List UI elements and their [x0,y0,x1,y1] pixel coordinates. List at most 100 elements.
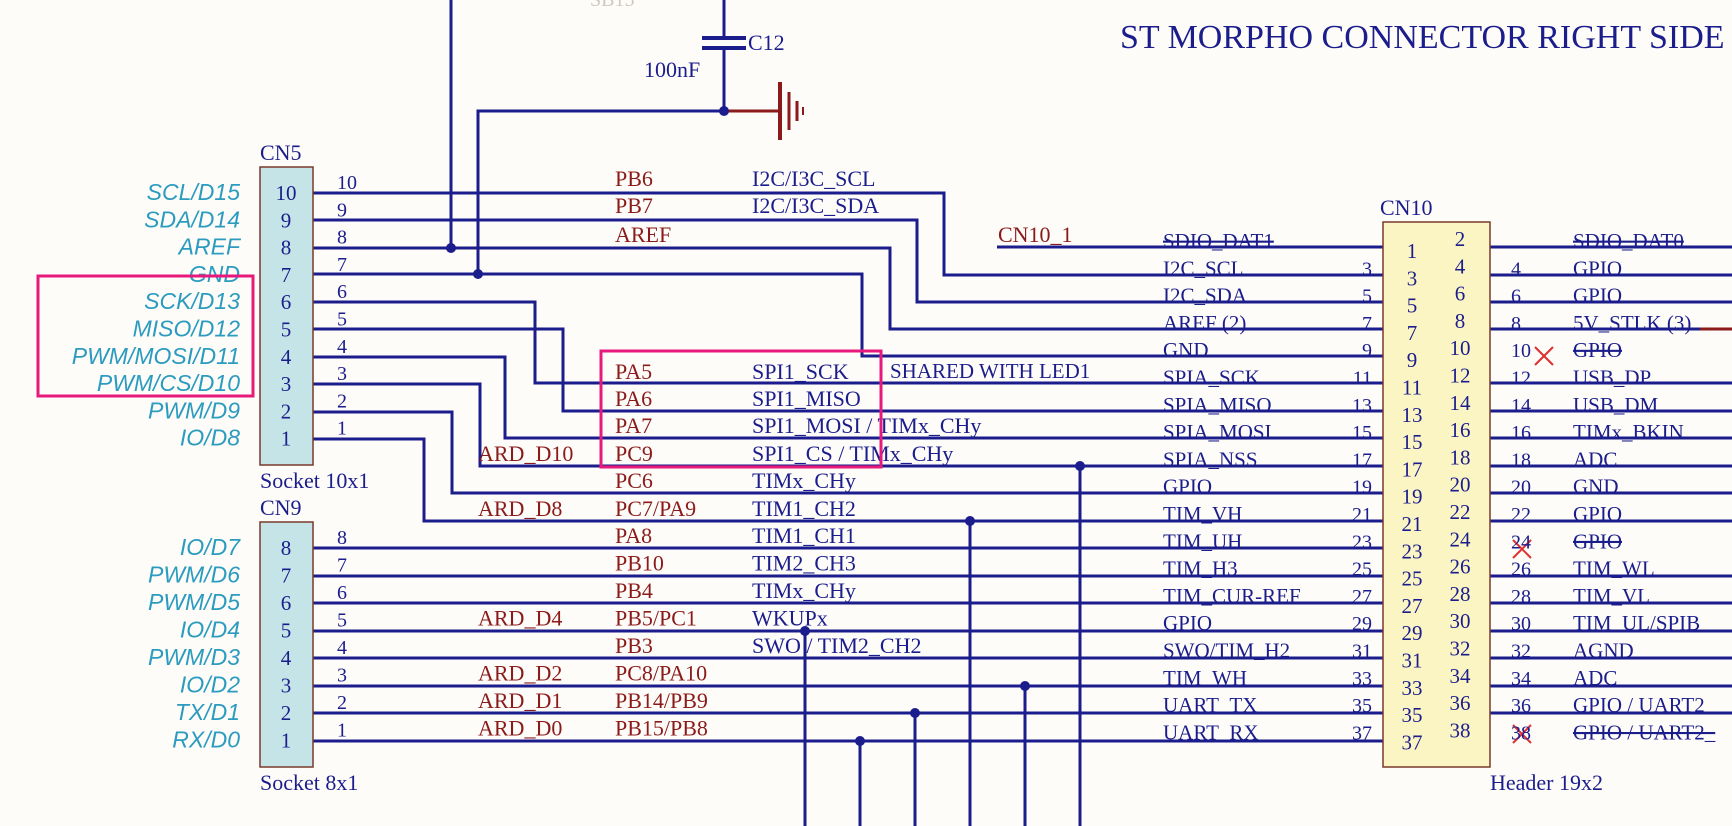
net-port-label: PB7 [615,193,653,218]
cn10-right-net-name: TIM_VL [1573,584,1650,608]
cn10-left-pin-number: 7 [1362,313,1372,335]
cn5-pin-number: 3 [337,363,347,385]
net-port-label: PB14/PB9 [615,688,708,713]
cn5-pin-number: 8 [337,227,347,249]
wires [313,0,1732,826]
net-port-label: PC7/PA9 [615,496,696,521]
cn10-left-net-name: TIM_CUR-REF [1163,584,1301,608]
cn10-even-pin: 26 [1450,555,1471,579]
capacitor-value: 100nF [644,57,700,82]
cn10-even-pin: 34 [1450,664,1472,688]
cn10-left-pin-number: 35 [1352,695,1372,717]
cn10-right-net-name: 5V_STLK (3) [1573,311,1691,335]
cn10-right-pin-number: 4 [1511,258,1521,280]
cn10-right-pin-number: 30 [1511,613,1531,635]
cn5-pin-inner-number: 5 [281,318,292,342]
cn10-odd-pin: 23 [1402,539,1423,563]
arduino-label: PWM/D6 [148,562,240,588]
cn9-pin-inner-number: 6 [281,591,292,615]
cn10-left-net-name: TIM_UH [1163,529,1242,553]
cn5-pin-inner-number: 6 [281,290,292,314]
ground-icon [724,82,804,140]
net-port-label: PC9 [615,441,653,466]
cn10-left-net-name: TIM_VH [1163,502,1242,526]
cn10-right-pin-number: 8 [1511,313,1521,335]
cn10-right-net-name: GND [1573,475,1619,499]
arduino-label: PWM/D5 [148,589,240,615]
net-port-label: PB6 [615,166,653,191]
cn10-left-net-name: TIM_WH [1163,666,1247,690]
cn5-pin-inner-number: 4 [281,345,292,369]
cn10-right-net-name: GPIO [1573,338,1622,362]
cn10-even-pin: 8 [1455,309,1466,333]
cn9-pin-inner-number: 2 [281,701,292,725]
cn10-odd-pin: 35 [1402,703,1423,727]
cn10-even-pin: 2 [1455,227,1466,251]
cn10-even-pin: 32 [1450,637,1471,661]
net-port-label: PB5/PC1 [615,606,697,631]
arduino-label: TX/D1 [175,699,240,725]
cn10-left-net-name: SWO/TIM_H2 [1163,639,1290,663]
arduino-label: RX/D0 [172,727,240,753]
cn10-right-net-name: ADC [1573,666,1617,690]
cn5-pin-inner-number: 10 [276,181,297,205]
cn10-even-pin: 22 [1450,500,1471,524]
cn10-odd-pin: 3 [1407,266,1418,290]
arduino-label: SDA/D14 [144,206,240,232]
cn10-left-net-name: I2C_SDA [1163,284,1248,308]
cn5-pin-number: 2 [337,390,347,412]
cn5-pin-number: 5 [337,309,347,331]
arduino-label: IO/D2 [180,672,240,698]
cn10-even-pin: 24 [1450,527,1472,551]
cn10-left-pin-number: 21 [1352,504,1372,526]
cn10-left-net-name: I2C_SCL [1163,256,1244,280]
net-port-label: PA8 [615,523,652,548]
schematic-title: ST MORPHO CONNECTOR RIGHT SIDE [1120,19,1725,56]
cn10-odd-pin: 17 [1402,457,1423,481]
cn10-right-pin-number: 26 [1511,559,1531,581]
arduino-label: SCL/D15 [147,179,241,205]
cn5-pin-number: 6 [337,281,347,303]
net-ard-label: ARD_D8 [478,496,562,521]
cn10-odd-pin: 21 [1402,512,1423,536]
cn10-left-pin-number: 25 [1352,559,1372,581]
cn10-right-net-name: SDIO_DAT0 [1573,229,1684,253]
net-func-label: SPI1_SCK [752,359,849,384]
cn9-pin-inner-number: 1 [281,729,292,753]
cn10-odd-pin: 31 [1402,649,1423,673]
cn10-left-net-name: UART_RX [1163,720,1259,744]
cn10-even-pin: 38 [1450,718,1471,742]
cn10-right-net-name: GPIO [1573,529,1622,553]
shared-note: SHARED WITH LED1 [890,359,1090,383]
cn10-odd-pin: 29 [1402,621,1423,645]
cn10-left-net-name: SPIA_NSS [1163,447,1258,471]
cn10-right-pin-number: 6 [1511,286,1521,308]
cn10-odd-pin: 7 [1407,321,1418,345]
arduino-label: GND [189,261,240,287]
cn10-left-net-name: SPIA_SCK [1163,366,1260,390]
cn10-right-pin-number: 14 [1511,395,1531,417]
net-port-label: PB15/PB8 [615,716,708,741]
cn9-pin-number: 6 [337,582,347,604]
net-func-label: SPI1_MISO [752,386,861,411]
cn10-right-pin-number: 20 [1511,477,1531,499]
cn10-left-net-name: GPIO [1163,611,1212,635]
net-port-label: PB10 [615,551,664,576]
cn9-pin-number: 5 [337,610,347,632]
junctions [446,106,1085,746]
highlight-arduino-spi [36,274,255,398]
cn5-pin-inner-number: 3 [281,372,292,396]
cn10-right-pin-number: 16 [1511,422,1531,444]
cn10-left-net-name: SDIO_DAT1 [1163,229,1274,253]
cn10-right-pin-number: 18 [1511,449,1531,471]
no-connect-marks [1512,346,1554,744]
cn5-pin-number: 7 [337,254,347,276]
cn10-left-pin-number: 37 [1352,722,1372,744]
cn10-odd-pin: 9 [1407,348,1418,372]
cn5-pin-inner-number: 8 [281,236,292,260]
cn5-socket [259,166,314,466]
cn9-pin-number: 8 [337,527,347,549]
cn10-right-net-name: USB_DP [1573,366,1651,390]
net-func-label: SWO / TIM2_CH2 [752,633,922,658]
cn10-right-net-name: GPIO [1573,256,1622,280]
